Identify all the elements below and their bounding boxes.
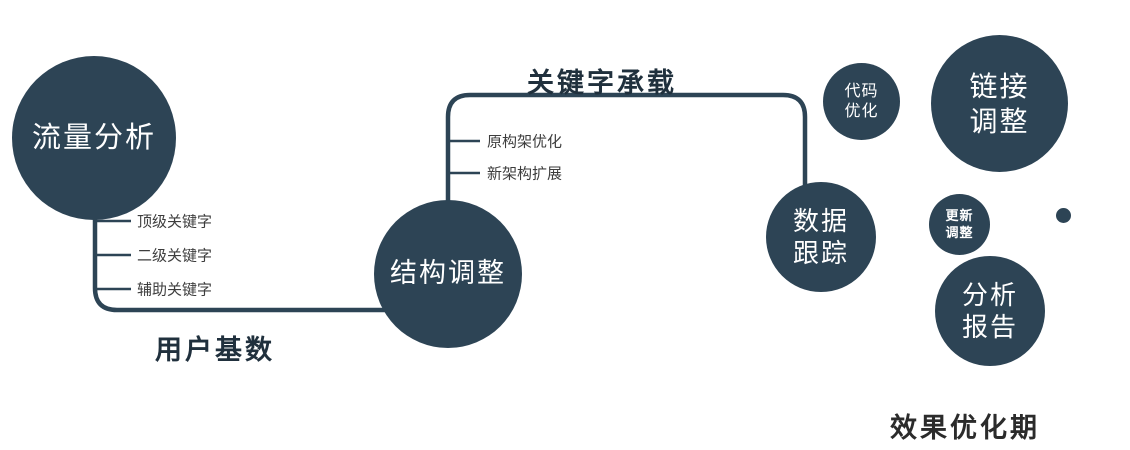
bullet-dot [1056,208,1071,223]
branch-label-new-architecture: 新架构扩展 [487,165,563,183]
node-data-tracking-line1: 数据 [792,205,849,236]
node-traffic-analysis-label: 流量分析 [31,121,156,154]
node-link-adjustment-line1: 链接 [969,70,1030,102]
edge-label-user-base: 用户基数 [155,335,275,365]
node-update-adjustment: 更新 调整 [929,194,990,255]
node-link-adjustment-line2: 调整 [969,105,1030,137]
branch-label-top-keyword: 顶级关键字 [137,213,213,231]
branch-label-orig-architecture: 原构架优化 [487,133,563,151]
node-link-adjustment: 链接 调整 [931,35,1068,172]
edge-label-keyword-carrying: 关键字承载 [527,68,677,98]
node-traffic-analysis: 流量分析 [12,56,176,220]
node-analysis-report: 分析 报告 [935,256,1045,366]
node-analysis-report-line2: 报告 [961,312,1018,342]
footer-phase-label: 效果优化期 [890,413,1040,443]
node-data-tracking: 数据 跟踪 [766,182,876,292]
node-update-adjustment-line1: 更新 [945,208,974,224]
node-structure-adjust: 结构调整 [374,200,522,348]
node-data-tracking-line2: 跟踪 [792,238,849,268]
edge-keyword-carry-path [445,92,808,206]
branch-label-aux-keyword: 辅助关键字 [137,281,213,299]
node-code-optimization: 代码 优化 [823,63,900,140]
node-update-adjustment-line2: 调整 [945,224,974,240]
branch-label-second-keyword: 二级关键字 [137,247,213,265]
node-structure-adjust-label: 结构调整 [390,258,506,289]
node-code-optimization-line2: 优化 [844,102,879,120]
node-analysis-report-line1: 分析 [961,279,1018,310]
node-code-optimization-line1: 代码 [844,82,879,100]
